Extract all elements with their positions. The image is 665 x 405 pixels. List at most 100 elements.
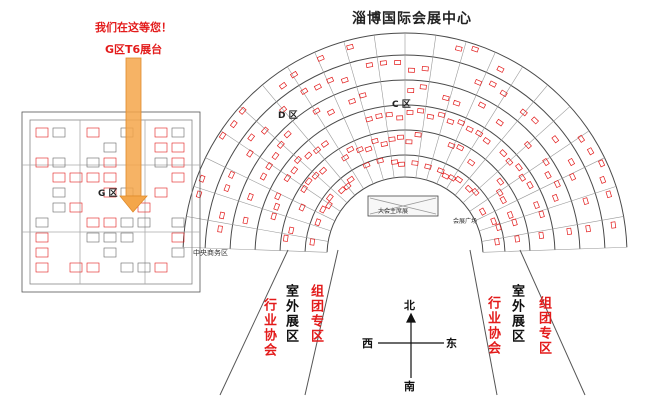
booth-mark bbox=[518, 173, 527, 182]
booth-mark bbox=[326, 76, 335, 84]
booth-mark bbox=[289, 70, 299, 79]
booth-mark bbox=[544, 171, 552, 180]
callout-line-2: G区T6展台 bbox=[105, 43, 163, 56]
g-booth bbox=[86, 157, 100, 168]
booth-mark bbox=[265, 162, 273, 171]
booth-mark bbox=[375, 113, 383, 119]
g-booth bbox=[103, 142, 117, 153]
booth-mark bbox=[238, 106, 247, 115]
callout-line-1: 我们在这等您！ bbox=[95, 21, 172, 34]
g-booth bbox=[103, 172, 117, 183]
booth-mark bbox=[364, 145, 373, 153]
g-booth bbox=[35, 217, 49, 228]
booth-mark bbox=[499, 89, 508, 98]
booth-mark bbox=[223, 184, 231, 193]
booth-mark bbox=[419, 84, 427, 90]
booth-mark bbox=[405, 139, 413, 145]
g-booth bbox=[137, 262, 151, 273]
hall-divider bbox=[262, 84, 356, 196]
booth-mark bbox=[495, 118, 504, 127]
booth-mark bbox=[495, 223, 502, 232]
hall-divider bbox=[481, 216, 624, 242]
booth-mark bbox=[515, 163, 523, 172]
g-booth bbox=[171, 142, 185, 153]
booth-mark bbox=[523, 141, 532, 150]
booth-mark bbox=[511, 218, 518, 227]
booth-mark bbox=[273, 202, 281, 211]
booth-mark bbox=[542, 157, 550, 167]
compass-north: 北 bbox=[404, 299, 415, 312]
hall-divider bbox=[479, 186, 617, 232]
square-label: 会展广场 bbox=[453, 218, 478, 225]
booth-mark bbox=[567, 157, 576, 167]
booth-mark bbox=[610, 221, 617, 229]
booth-mark bbox=[293, 155, 302, 165]
plaza-label: 大会主席展 bbox=[378, 208, 409, 215]
hall-divider bbox=[220, 130, 341, 212]
booth-mark bbox=[340, 76, 349, 84]
booth-mark bbox=[538, 210, 545, 219]
booth-mark bbox=[217, 225, 223, 233]
booth-mark bbox=[390, 159, 399, 165]
g-booth bbox=[171, 217, 185, 228]
booth-mark bbox=[467, 158, 476, 167]
booth-mark bbox=[274, 192, 282, 201]
booth-mark bbox=[605, 190, 612, 199]
g-hall-booths bbox=[35, 127, 185, 273]
left-outdoor-col-red: 组团专区 bbox=[308, 284, 323, 344]
booth-mark bbox=[343, 182, 352, 191]
booth-mark bbox=[585, 224, 591, 233]
booth-mark bbox=[408, 67, 415, 73]
booth-mark bbox=[195, 190, 203, 199]
compass-south: 南 bbox=[404, 380, 415, 393]
outdoor-strips bbox=[219, 249, 586, 396]
hall-divider bbox=[446, 66, 523, 190]
booth-mark bbox=[229, 120, 238, 129]
g-booth bbox=[52, 202, 66, 213]
hall-divider bbox=[343, 41, 384, 181]
booth-mark bbox=[465, 125, 474, 133]
booth-mark bbox=[326, 108, 336, 116]
booth-mark bbox=[499, 149, 508, 158]
booth-mark bbox=[312, 107, 321, 115]
booth-mark bbox=[283, 173, 292, 183]
g-booth bbox=[69, 202, 83, 213]
g-booth bbox=[69, 172, 83, 183]
g-booth bbox=[154, 142, 168, 153]
booth-mark bbox=[365, 116, 373, 123]
booth-mark bbox=[348, 98, 357, 105]
booth-mark bbox=[442, 94, 450, 102]
page-title: 淄博国际会展中心 bbox=[352, 11, 472, 27]
compass-rose bbox=[378, 312, 444, 378]
booth-mark bbox=[309, 238, 316, 246]
hall-divider bbox=[454, 84, 548, 196]
booth-mark bbox=[514, 235, 521, 243]
booth-mark bbox=[551, 193, 559, 202]
booth-mark bbox=[260, 126, 269, 135]
booth-mark bbox=[551, 135, 560, 144]
booth-mark bbox=[471, 187, 480, 197]
booth-mark bbox=[380, 141, 388, 147]
booth-mark bbox=[279, 105, 288, 114]
g-booth bbox=[52, 157, 66, 168]
booth-mark bbox=[490, 217, 498, 226]
booth-mark bbox=[474, 78, 483, 86]
booth-mark bbox=[482, 136, 491, 145]
booth-mark bbox=[505, 157, 514, 166]
zone-g-label: G 区 bbox=[98, 189, 118, 199]
booth-mark bbox=[586, 147, 595, 156]
booth-mark bbox=[436, 167, 445, 175]
left-outdoor-col-dark: 室外展区 bbox=[283, 284, 298, 344]
booth-mark bbox=[247, 192, 254, 201]
booth-mark bbox=[454, 175, 464, 184]
g-booth bbox=[171, 157, 185, 168]
booth-mark bbox=[355, 146, 364, 154]
g-booth bbox=[103, 232, 117, 243]
booth-mark bbox=[448, 174, 457, 182]
booth-mark bbox=[325, 193, 334, 202]
booth-mark bbox=[394, 60, 402, 65]
zone-central-label: 中央商务区 bbox=[193, 249, 228, 257]
g-booth bbox=[171, 127, 185, 138]
g-booth bbox=[35, 247, 49, 258]
booth-mark bbox=[441, 172, 450, 180]
